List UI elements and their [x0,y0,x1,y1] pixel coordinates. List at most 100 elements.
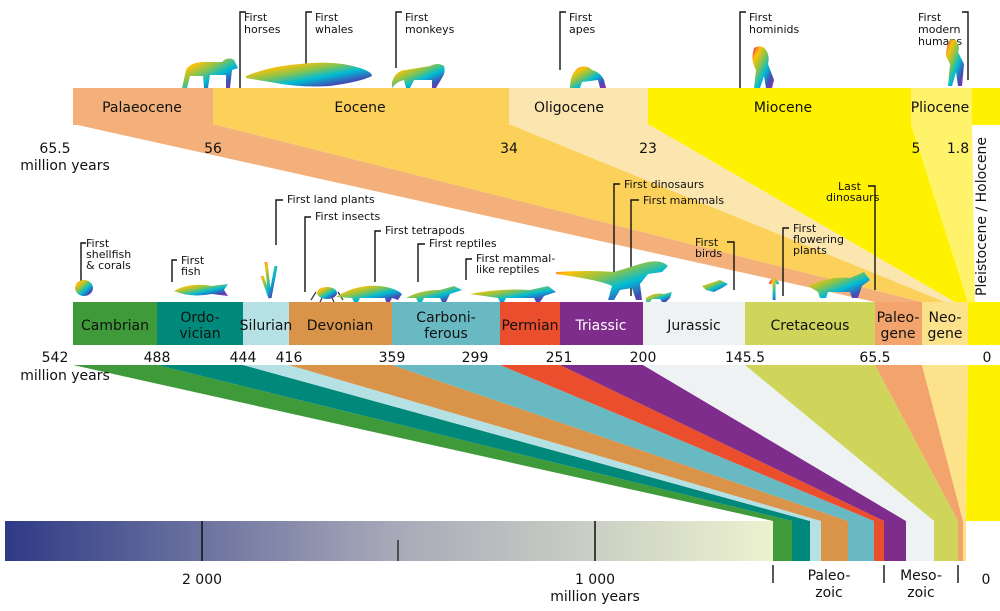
jurassic-label: Jurassic [666,318,721,334]
ordovician-strip [792,521,810,561]
boundary-1-8: 1.8 [947,141,969,157]
pliocene-label: Pliocene [911,100,970,116]
carboniferous-label-2: ferous [424,326,468,342]
triassic-bar [560,302,643,345]
boundary-65-5-lower: 65.5 [859,350,890,366]
deep-time-bar: 2 000 1 000 million years 0 Paleo- zoic … [5,521,990,605]
boundary-488: 488 [144,350,171,366]
devonian-funnel [289,365,848,521]
cambrian-bar [73,302,157,345]
event-first-dinosaurs: First dinosaurs [624,178,704,191]
permian-bar [500,302,560,345]
phanerozoic-expansion-bands [73,365,1000,521]
upper-unit-label: million years [20,158,110,174]
cambrian-funnel [73,365,792,521]
event-first-reptiles: First reptiles [429,237,497,250]
bird-icon [702,280,728,292]
triassic-funnel [560,365,906,521]
neogene-bar [922,302,968,345]
boundary-200: 200 [630,350,657,366]
paleogene-label-1: Paleo- [877,310,920,326]
silurian-funnel [243,365,821,521]
silurian-label: Silurian [240,318,293,334]
event-first-tetrapods: First tetrapods [385,224,465,237]
event-first-mammal-like-reptiles: First mammal-like reptiles [476,252,555,276]
flowering-plant-icon [768,278,780,300]
event-first-land-plants: First land plants [287,193,375,206]
cretaceous-funnel [745,365,958,521]
insect-icon [310,287,344,303]
cretaceous-label: Cretaceous [771,318,850,334]
boundary-65-5-upper: 65.5 [39,141,70,157]
ordovician-bar [157,302,243,345]
neogene-label-1: Neo- [929,310,962,326]
paleogene-bar [875,302,922,345]
triassic-label: Triassic [575,318,627,334]
ordovician-label-2: vician [179,326,220,342]
paleogene-funnel [875,365,963,521]
silurian-bar [243,302,289,345]
permian-funnel [500,365,884,521]
phanerozoic-period-band: Cambrian Ordo- vician Silurian Devonian … [20,302,1000,384]
dinosaur-icon [556,261,668,300]
reptile-icon [406,286,462,302]
eocene-bar [213,88,509,125]
eocene-label: Eocene [334,100,385,116]
boundary-416: 416 [276,350,303,366]
carboniferous-label-1: Carboni- [416,310,475,326]
land-plant-icon [260,261,278,299]
palaeocene-funnel [73,124,922,302]
ape-icon [570,66,606,88]
jurassic-bar [643,302,745,345]
boundary-299: 299 [462,350,489,366]
pleistocene-holocene-label: Pleistocene / Holocene [974,137,990,296]
neogene-funnel [922,365,968,521]
jurassic-strip [906,521,934,561]
miocene-bar [648,88,911,125]
pliocene-bar [911,88,972,125]
phanerozoic-life-silhouettes [75,261,870,303]
last-dinosaur-icon [808,272,870,298]
permian-strip [874,521,884,561]
paleogene-strip [958,521,963,561]
boundary-444: 444 [230,350,257,366]
cenozoic-expansion-bands [73,124,975,302]
ordovician-label-1: Ordo- [180,310,219,326]
tick-1000: 1 000 [575,572,615,588]
monkey-icon [392,64,445,88]
paleozoic-label-1: Paleo- [808,568,851,584]
boundary-23: 23 [639,141,657,157]
eocene-funnel [213,124,945,302]
triassic-strip [884,521,906,561]
carboniferous-funnel [392,365,874,521]
neogene-label-2: gene [928,326,963,342]
boundary-56: 56 [204,141,222,157]
oligocene-funnel [509,124,955,302]
mesozoic-label-2: zoic [907,585,935,601]
boundary-34: 34 [500,141,518,157]
quaternary-funnel [966,365,1000,521]
boundary-5: 5 [912,141,921,157]
tetrapod-icon [336,285,402,302]
deep-time-unit: million years [550,589,640,605]
palaeocene-bar [73,88,213,125]
boundary-359: 359 [379,350,406,366]
cenozoic-event-callouts [239,11,969,88]
neogene-strip [963,521,966,561]
cenozoic-animal-silhouettes [182,39,964,88]
silurian-strip [810,521,821,561]
cenozoic-epoch-band: Palaeocene Eocene Oligocene Miocene Plio… [20,88,1000,296]
event-first-insects: First insects [315,210,381,223]
horse-icon [182,58,238,88]
whale-icon [246,62,372,87]
phanerozoic-event-callouts [80,183,876,296]
paleozoic-label-2: zoic [815,585,843,601]
